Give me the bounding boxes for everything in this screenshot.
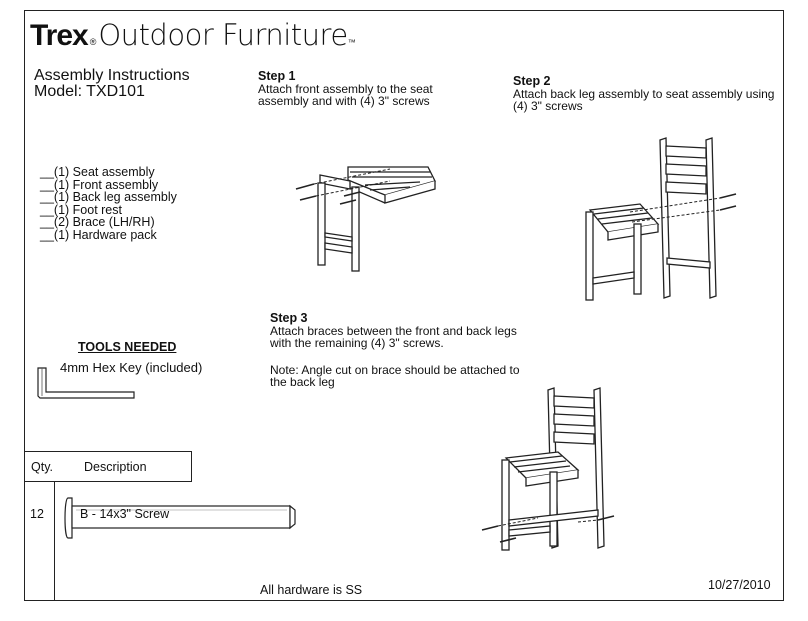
qty-header: Qty. (31, 460, 53, 474)
step-3-heading: Step 3 (270, 311, 308, 325)
part-item: __(1) Hardware pack (40, 227, 157, 242)
step-1-illustration (295, 166, 436, 272)
step-2-text: Attach back leg assembly to seat assembl… (513, 86, 775, 113)
hardware-qty: 12 (30, 507, 44, 521)
step-2-heading: Step 2 (513, 74, 551, 88)
part-item: __(2) Brace (LH/RH) (40, 215, 155, 229)
document-date: 10/27/2010 (708, 578, 771, 592)
step-3-illustration (481, 387, 615, 551)
brand-logo: Trex ® Outdoor Furniture ™ (30, 18, 356, 54)
screw-icon (64, 497, 296, 539)
hardware-description: B - 14x3" Screw (80, 507, 170, 521)
part-item: __(1) Foot rest (40, 202, 122, 217)
step-1-text: Attach front assembly to the seat assemb… (258, 81, 433, 108)
step-2: Step 2 Attach back leg assembly to seat … (513, 75, 783, 113)
brand-name: Trex (30, 19, 89, 52)
trademark-mark: ™ (347, 38, 356, 47)
hardware-table-header (24, 451, 192, 482)
model-number: Model: TXD101 (34, 83, 145, 100)
tools-heading: TOOLS NEEDED (78, 340, 177, 354)
page-frame (24, 10, 784, 601)
part-item: __(1) Seat assembly (40, 165, 155, 179)
document-title: Assembly Instructions (34, 67, 190, 84)
step-3-note: Note: Angle cut on brace should be attac… (270, 362, 520, 389)
registered-mark: ® (89, 37, 97, 47)
brand-subtitle: Outdoor Furniture (98, 18, 348, 52)
step-3: Step 3 Attach braces between the front a… (270, 312, 530, 389)
footer-note: All hardware is SS (260, 583, 363, 597)
hex-key-icon (37, 367, 135, 399)
description-header: Description (84, 460, 147, 474)
table-divider (54, 482, 55, 601)
part-item: __(1) Back leg assembly (40, 190, 177, 204)
step-1: Step 1 Attach front assembly to the seat… (258, 70, 473, 108)
tools-item: 4mm Hex Key (included) (60, 360, 203, 375)
step-1-heading: Step 1 (258, 69, 296, 83)
step-2-illustration (585, 137, 737, 301)
part-item: __(1) Front assembly (40, 177, 159, 192)
step-3-text: Attach braces between the front and back… (270, 323, 517, 350)
parts-list: __(1) Seat assembly __(1) Front assembly… (40, 166, 177, 241)
document-title-block: Assembly Instructions Model: TXD101 (34, 68, 190, 100)
